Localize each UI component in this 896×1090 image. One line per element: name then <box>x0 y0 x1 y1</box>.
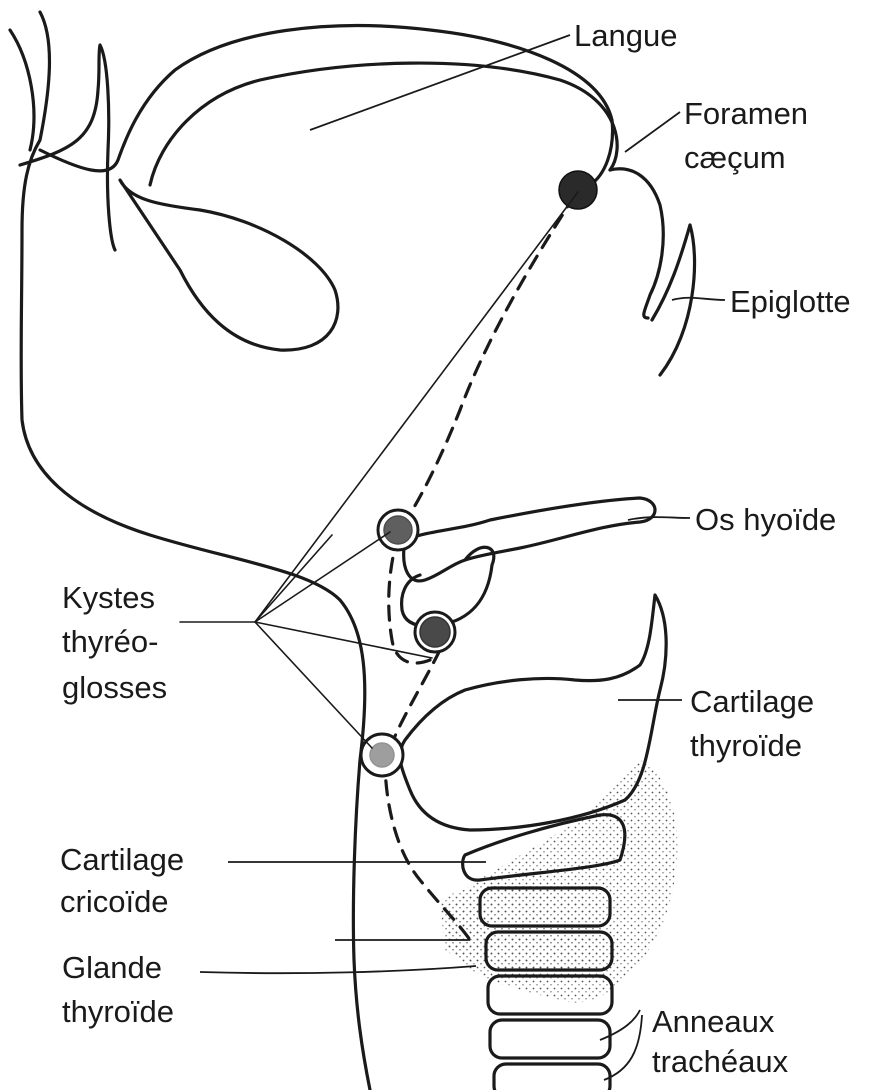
leader-epiglotte <box>672 298 725 300</box>
cyst-hyoid <box>420 617 450 647</box>
cyst-suprahyoid <box>384 516 412 544</box>
label-glande-line1: Glande <box>62 950 162 986</box>
label-cart-thyroide-line2: thyroïde <box>690 728 802 764</box>
nasal-structure <box>10 30 115 250</box>
vallecula-outline <box>610 169 663 318</box>
label-cart-cricoide-line2: cricoïde <box>60 884 169 920</box>
label-os-hyoide: Os hyoïde <box>695 502 836 538</box>
thyroglossal-duct <box>389 195 575 663</box>
label-langue: Langue <box>574 18 677 54</box>
label-kystes-line3: glosses <box>62 670 167 706</box>
cyst-infrahyoid <box>370 743 394 767</box>
thyroid-gland-lower-stipple <box>440 885 610 970</box>
label-cart-cricoide-line1: Cartilage <box>60 842 184 878</box>
leader-kystes-group <box>180 192 578 748</box>
tongue-outline <box>150 63 617 185</box>
tracheal-ring-4 <box>490 1020 610 1058</box>
label-cart-thyroide-line1: Cartilage <box>690 684 814 720</box>
hyoid-lower-process <box>402 547 494 626</box>
label-epiglotte: Epiglotte <box>730 284 851 320</box>
leader-os-hyoide <box>628 517 690 520</box>
soft-palate <box>120 180 338 350</box>
hyoid-bone-outline <box>404 498 655 581</box>
cyst-foramen-caecum <box>559 171 597 209</box>
label-kystes-line1: Kystes <box>62 580 155 616</box>
label-anneaux-line1: Anneaux <box>652 1004 774 1040</box>
leader-glande <box>200 966 476 973</box>
label-glande-line2: thyroïde <box>62 994 174 1030</box>
tracheal-ring-5 <box>494 1064 610 1090</box>
leader-langue <box>310 35 570 130</box>
label-kystes-line2: thyréo- <box>62 624 158 660</box>
leader-foramen <box>625 112 680 152</box>
upper-jaw-line <box>40 26 613 185</box>
label-foramen-line2: cæçum <box>684 140 786 176</box>
label-anneaux-line2: trachéaux <box>652 1044 788 1080</box>
label-foramen-line1: Foramen <box>684 96 808 132</box>
